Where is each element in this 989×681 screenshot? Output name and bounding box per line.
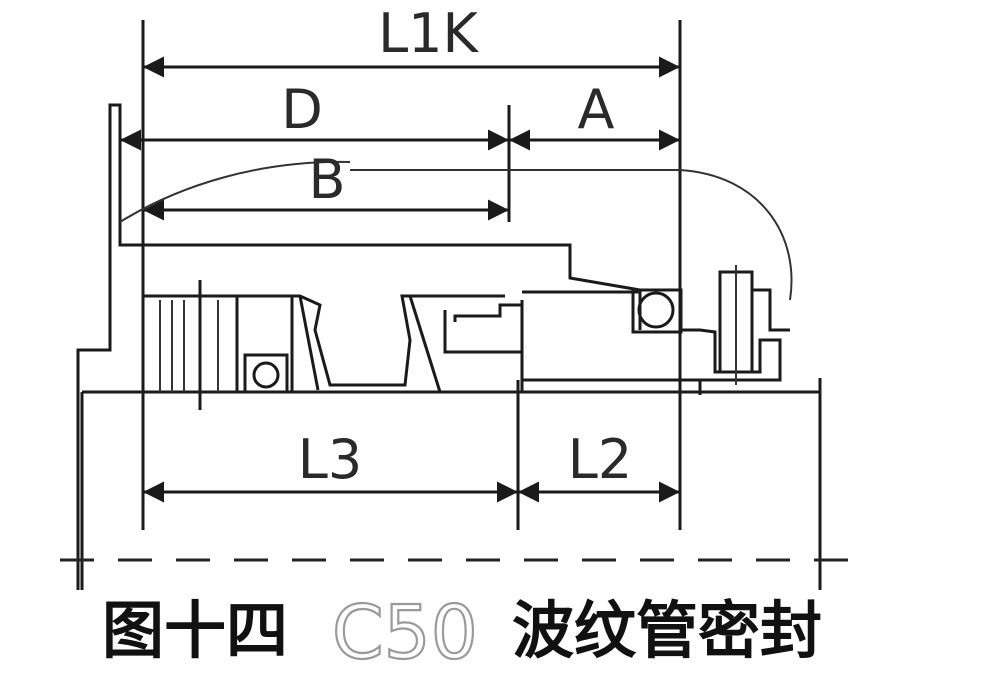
label-b: B — [308, 148, 345, 211]
dimension-labels: L1K D A B L3 L2 — [281, 2, 632, 491]
label-l3: L3 — [298, 428, 362, 491]
label-a: A — [578, 78, 615, 141]
o-ring-groove-right — [631, 288, 683, 334]
dimension-lines — [120, 56, 680, 503]
extension-lines — [141, 20, 682, 530]
shaft — [60, 378, 860, 590]
gland-outline — [76, 103, 793, 590]
label-d: D — [281, 78, 323, 141]
label-l2: L2 — [568, 428, 632, 491]
o-ring-groove-left — [243, 353, 289, 394]
label-l1k: L1K — [378, 2, 479, 65]
seat-assembly — [520, 265, 790, 395]
caption-model-code: C50 — [332, 590, 478, 676]
o-ring-right — [637, 291, 675, 329]
figure-caption: 图十四 C50 波纹管密封 — [102, 589, 822, 677]
caption-seal-name: 波纹管密封 — [512, 594, 822, 667]
o-ring-left — [252, 361, 280, 389]
caption-figure-number: 图十四 — [102, 594, 288, 667]
bellows-assembly — [143, 280, 522, 410]
